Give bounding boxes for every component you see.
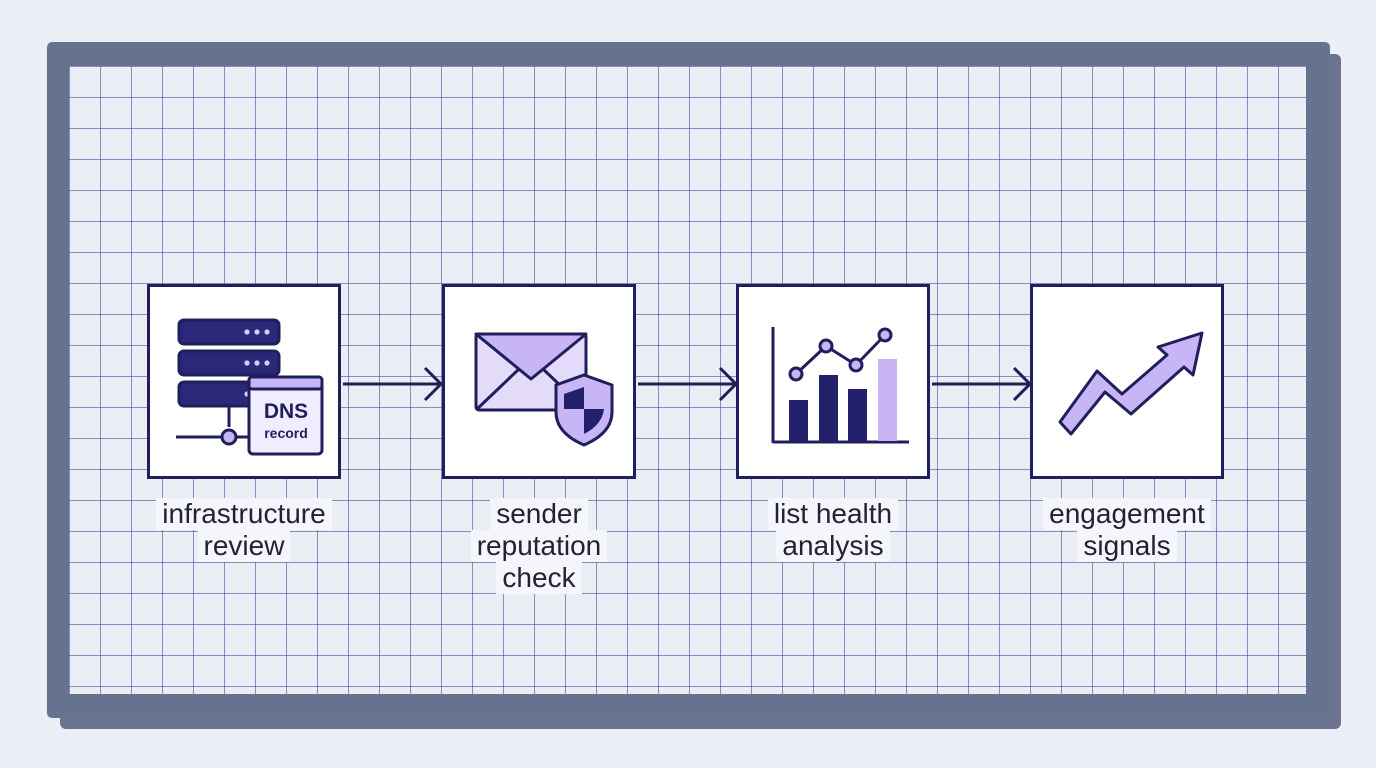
step-card-engagement [1030,284,1224,479]
step-label-infrastructure: infrastructure review [124,498,364,562]
flow-arrow-1 [343,366,444,402]
label-line: engagement [1043,498,1211,530]
bar-chart-trend-icon [771,327,909,444]
step-card-list-health [736,284,930,479]
step-card-infrastructure: DNS record [147,284,341,479]
dns-badge-title: DNS [263,400,309,423]
label-line: review [197,530,291,562]
label-line: check [496,562,582,594]
step-label-list-health: list health analysis [713,498,953,562]
flow-arrow-3 [932,366,1033,402]
label-line: analysis [776,530,890,562]
trend-up-arrow-icon [1058,331,1204,436]
step-card-reputation [442,284,636,479]
flow-arrow-2 [638,366,739,402]
label-line: reputation [470,530,608,562]
step-label-engagement: engagement signals [1007,498,1247,562]
envelope-shield-icon [474,332,614,447]
label-line: sender [490,498,588,530]
label-line: infrastructure [156,498,332,530]
label-line: list health [767,498,899,530]
label-line: signals [1077,530,1177,562]
server-dns-icon [176,318,324,456]
dns-badge-subtitle: record [264,425,308,441]
step-label-reputation: sender reputation check [419,498,659,594]
